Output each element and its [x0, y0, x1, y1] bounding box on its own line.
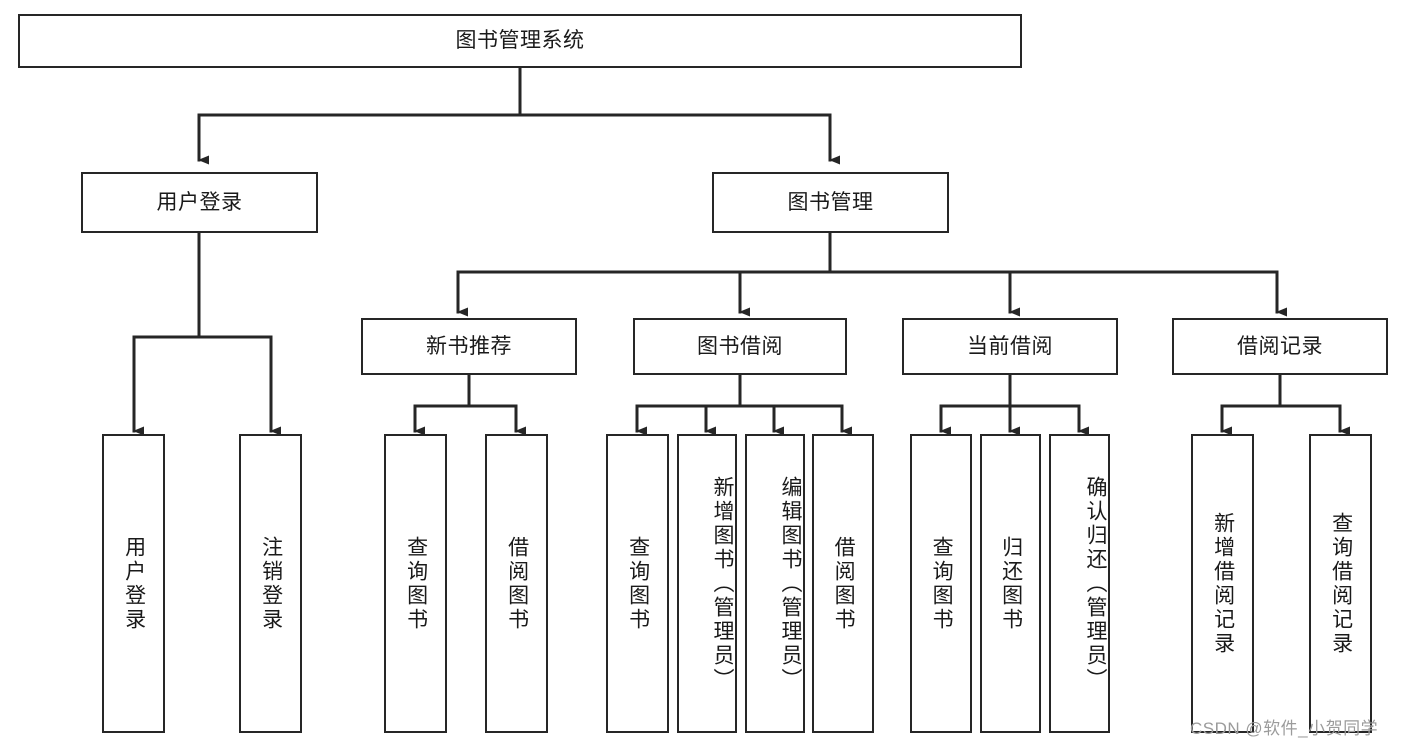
- node-leaf-add-record[interactable]: 新增借阅记录: [1191, 434, 1254, 733]
- node-leaf-borrow-book-1[interactable]: 借阅图书: [485, 434, 548, 733]
- node-new-book-recommend[interactable]: 新书推荐: [361, 318, 577, 375]
- node-leaf-query-book-1[interactable]: 查询图书: [384, 434, 447, 733]
- node-root-label: 图书管理系统: [455, 29, 585, 53]
- node-leaf-add-book[interactable]: 新增图书（管理员）: [677, 434, 737, 733]
- node-book-borrow[interactable]: 图书借阅: [633, 318, 847, 375]
- node-leaf-query-book-1-label: 查询图书: [404, 535, 428, 632]
- node-leaf-confirm-return-label: 确认归还（管理员）: [1084, 475, 1107, 692]
- node-leaf-user-logout[interactable]: 注销登录: [239, 434, 302, 733]
- watermark-text: CSDN @软件_小贺同学: [1190, 719, 1379, 738]
- node-leaf-user-login-label: 用户登录: [122, 535, 146, 632]
- node-borrow-record[interactable]: 借阅记录: [1172, 318, 1388, 375]
- node-current-borrow[interactable]: 当前借阅: [902, 318, 1118, 375]
- node-leaf-user-logout-label: 注销登录: [259, 535, 283, 632]
- node-user-login-label: 用户登录: [156, 190, 243, 214]
- node-leaf-query-book-2-label: 查询图书: [626, 535, 650, 632]
- node-book-management-label: 图书管理: [787, 190, 874, 214]
- node-book-borrow-label: 图书借阅: [697, 334, 783, 358]
- node-user-login[interactable]: 用户登录: [81, 172, 318, 233]
- node-leaf-query-record-label: 查询借阅记录: [1329, 511, 1353, 656]
- node-leaf-edit-book-label: 编辑图书（管理员）: [779, 475, 802, 692]
- node-leaf-query-book-3[interactable]: 查询图书: [910, 434, 972, 733]
- node-leaf-add-record-label: 新增借阅记录: [1211, 511, 1235, 656]
- node-new-book-recommend-label: 新书推荐: [426, 334, 512, 358]
- node-leaf-query-book-2[interactable]: 查询图书: [606, 434, 669, 733]
- node-book-management[interactable]: 图书管理: [712, 172, 949, 233]
- node-leaf-return-book-label: 归还图书: [999, 535, 1023, 632]
- node-leaf-query-book-3-label: 查询图书: [930, 535, 954, 632]
- node-current-borrow-label: 当前借阅: [967, 334, 1053, 358]
- node-leaf-return-book[interactable]: 归还图书: [980, 434, 1041, 733]
- node-leaf-edit-book[interactable]: 编辑图书（管理员）: [745, 434, 805, 733]
- node-leaf-confirm-return[interactable]: 确认归还（管理员）: [1049, 434, 1110, 733]
- node-leaf-user-login[interactable]: 用户登录: [102, 434, 165, 733]
- node-leaf-borrow-book-2[interactable]: 借阅图书: [812, 434, 874, 733]
- node-borrow-record-label: 借阅记录: [1237, 334, 1323, 358]
- node-leaf-borrow-book-1-label: 借阅图书: [505, 535, 529, 632]
- node-leaf-query-record[interactable]: 查询借阅记录: [1309, 434, 1372, 733]
- node-leaf-borrow-book-2-label: 借阅图书: [832, 535, 856, 632]
- node-leaf-add-book-label: 新增图书（管理员）: [711, 475, 734, 692]
- node-root[interactable]: 图书管理系统: [18, 14, 1022, 68]
